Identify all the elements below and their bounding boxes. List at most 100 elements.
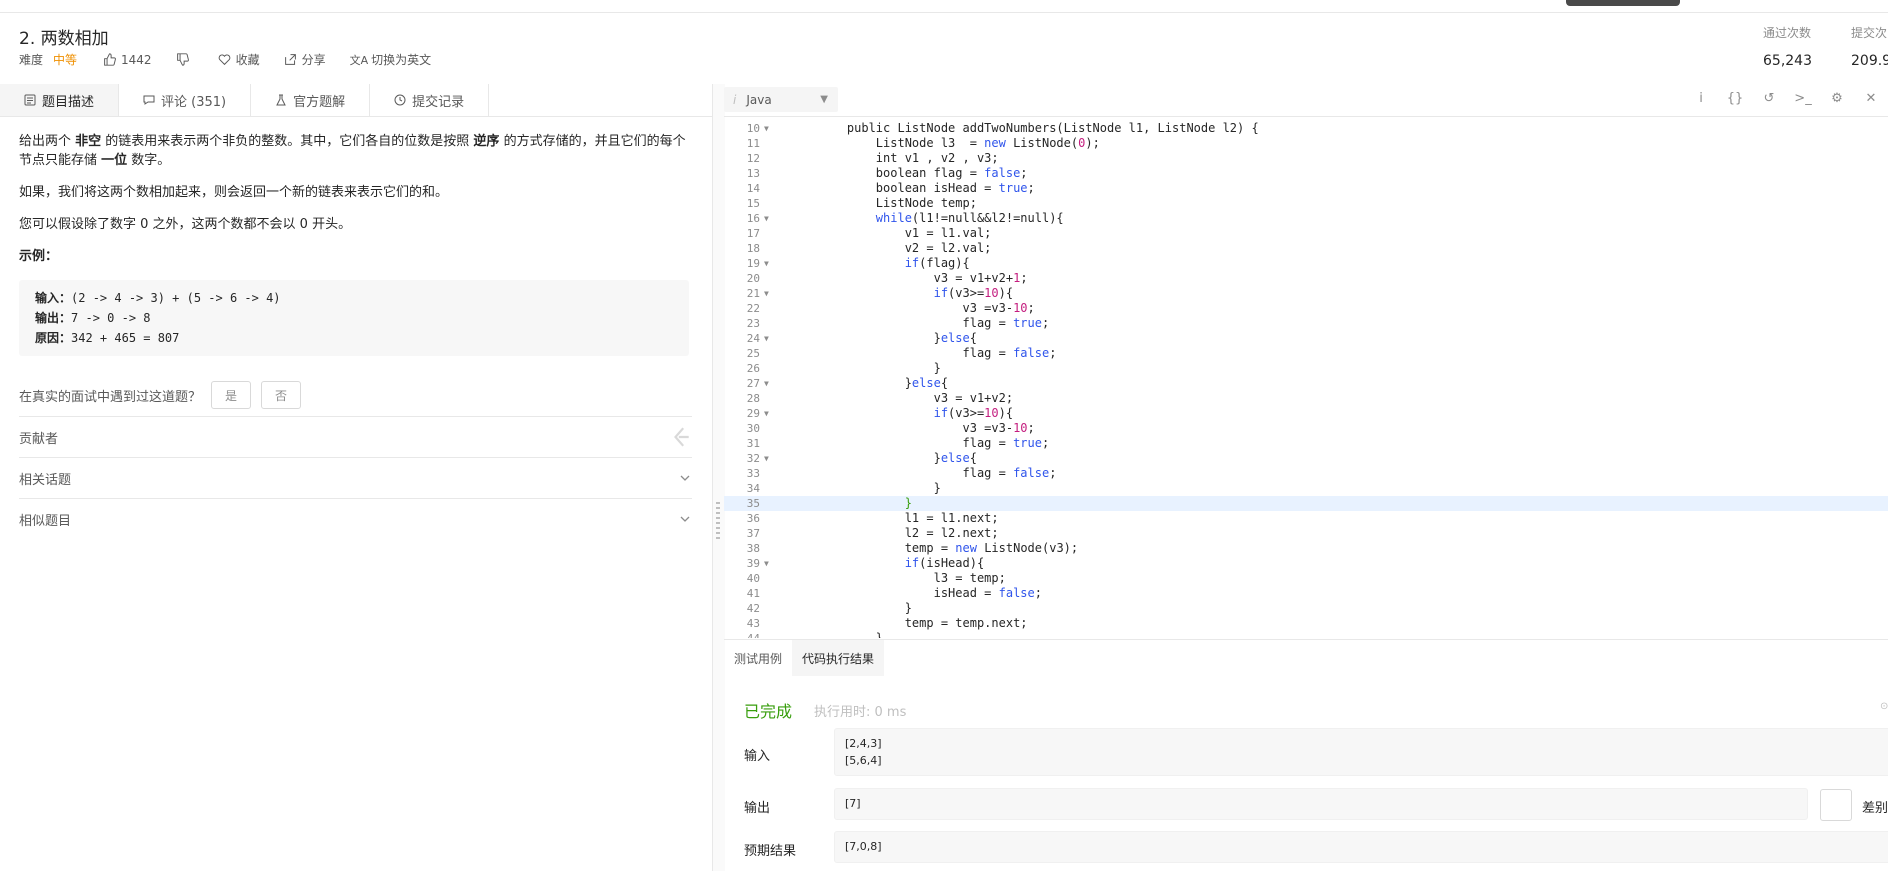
code-text: if(v3>=10){ — [933, 406, 1014, 420]
code-line[interactable]: 40 l3 = temp; — [724, 571, 1888, 586]
code-line[interactable]: 22 v3 =v3-10; — [724, 301, 1888, 316]
info-button-icon[interactable]: i — [1699, 91, 1703, 106]
fold-arrow-icon[interactable]: ▼ — [764, 259, 769, 268]
code-line[interactable]: 34 } — [724, 481, 1888, 496]
line-number: 34 — [746, 482, 760, 495]
problem-description: 给出两个 非空 的链表用来表示两个非负的整数。其中，它们各自的位数是按照 逆序 … — [19, 132, 689, 374]
favorite-button[interactable]: 收藏 — [218, 51, 260, 68]
dislike-button[interactable] — [176, 53, 194, 66]
code-line[interactable]: 31 flag = true; — [724, 436, 1888, 451]
line-number: 25 — [746, 347, 760, 360]
code-line[interactable]: 16▼ while(l1!=null&&l2!=null){ — [724, 211, 1888, 226]
tab-submissions[interactable]: 提交记录 — [370, 84, 490, 116]
example-output-line: 输出：7 -> 0 -> 8 — [35, 311, 151, 325]
code-line[interactable]: 42 } — [724, 601, 1888, 616]
code-line[interactable]: 43 temp = temp.next; — [724, 616, 1888, 631]
like-button[interactable]: 1442 — [103, 53, 152, 67]
editor-toolbar: i Java ▼ i {} ↺ >_ ⚙ ✕ — [724, 84, 1888, 117]
settings-edge-icon[interactable]: ⊙ — [1880, 701, 1888, 712]
code-line[interactable]: 17 v1 = l1.val; — [724, 226, 1888, 241]
fold-arrow-icon[interactable]: ▼ — [764, 454, 769, 463]
tab-comments-label: 评论 (351) — [161, 94, 227, 110]
tab-run-result[interactable]: 代码执行结果 — [792, 640, 885, 676]
code-line[interactable]: 25 flag = false; — [724, 346, 1888, 361]
example-heading: 示例： — [19, 249, 59, 264]
code-line[interactable]: 11 ListNode l3 = new ListNode(0); — [724, 136, 1888, 151]
code-line[interactable]: 27▼ }else{ — [724, 376, 1888, 391]
code-line[interactable]: 19▼ if(flag){ — [724, 256, 1888, 271]
code-line[interactable]: 35 } — [724, 496, 1888, 511]
related-topics-section[interactable]: 相关话题 — [19, 457, 692, 498]
code-line[interactable]: 36 l1 = l1.next; — [724, 511, 1888, 526]
description-paragraph-1: 给出两个 非空 的链表用来表示两个非负的整数。其中，它们各自的位数是按照 逆序 … — [19, 134, 686, 168]
tab-description[interactable]: 题目描述 — [0, 84, 120, 116]
code-line[interactable]: 30 v3 =v3-10; — [724, 421, 1888, 436]
fold-arrow-icon[interactable]: ▼ — [764, 559, 769, 568]
format-code-icon[interactable]: {} — [1726, 91, 1744, 106]
tab-solution[interactable]: 官方题解 — [251, 84, 371, 116]
difficulty-label: 难度 — [19, 53, 44, 67]
code-line[interactable]: 32▼ }else{ — [724, 451, 1888, 466]
code-line[interactable]: 39▼ if(isHead){ — [724, 556, 1888, 571]
code-line[interactable]: 29▼ if(v3>=10){ — [724, 406, 1888, 421]
fold-arrow-icon[interactable]: ▼ — [764, 289, 769, 298]
contributors-section[interactable]: 贡献者 — [19, 416, 692, 457]
code-line[interactable]: 13 boolean flag = false; — [724, 166, 1888, 181]
close-icon[interactable]: ✕ — [1865, 91, 1877, 106]
code-line[interactable]: 26 } — [724, 361, 1888, 376]
code-line[interactable]: 37 l2 = l2.next; — [724, 526, 1888, 541]
drag-handle-icon[interactable] — [716, 502, 720, 542]
submission-stat: 提交次 209.9 — [1851, 24, 1888, 69]
fold-arrow-icon[interactable]: ▼ — [764, 124, 769, 133]
code-line[interactable]: 20 v3 = v1+v2+1; — [724, 271, 1888, 286]
no-button[interactable]: 否 — [261, 381, 302, 409]
code-text: flag = false; — [818, 466, 1057, 480]
line-number: 23 — [746, 317, 760, 330]
code-line[interactable]: 23 flag = true; — [724, 316, 1888, 331]
line-number: 16 — [746, 212, 760, 225]
code-line[interactable]: 28 v3 = v1+v2; — [724, 391, 1888, 406]
code-text: ListNode l3 = new ListNode(0); — [818, 136, 1100, 150]
diff-toggle[interactable] — [1820, 789, 1852, 821]
code-text: boolean flag = false; — [818, 166, 1028, 180]
fold-arrow-icon[interactable]: ▼ — [764, 214, 769, 223]
code-line[interactable]: 24▼ }else{ — [724, 331, 1888, 346]
tab-testcase[interactable]: 测试用例 — [734, 651, 783, 666]
switch-language-button[interactable]: 文A 切换为英文 — [350, 51, 432, 68]
fold-arrow-icon[interactable]: ▼ — [764, 379, 769, 388]
code-line[interactable]: 10▼ public ListNode addTwoNumbers(ListNo… — [724, 121, 1888, 136]
code-line[interactable]: 33 flag = false; — [724, 466, 1888, 481]
tab-comments[interactable]: 评论 (351) — [119, 84, 252, 116]
line-number: 13 — [746, 167, 760, 180]
panel-splitter[interactable] — [712, 84, 725, 871]
fold-arrow-icon[interactable]: ▼ — [764, 334, 769, 343]
info-icon: i — [733, 92, 737, 107]
input-line-2: [5,6,4] — [845, 754, 882, 767]
code-line[interactable]: 15 ListNode temp; — [724, 196, 1888, 211]
line-number: 33 — [746, 467, 760, 480]
code-text: if(isHead){ — [904, 556, 985, 570]
share-button[interactable]: 分享 — [284, 51, 326, 68]
line-number: 43 — [746, 617, 760, 630]
code-text: flag = true; — [818, 316, 1050, 330]
line-number: 10 — [746, 122, 760, 135]
code-line[interactable]: 18 v2 = l2.val; — [724, 241, 1888, 256]
similar-problems-section[interactable]: 相似题目 — [19, 498, 692, 539]
code-line[interactable]: 41 isHead = false; — [724, 586, 1888, 601]
code-editor[interactable]: 10▼ public ListNode addTwoNumbers(ListNo… — [724, 121, 1888, 638]
reset-code-icon[interactable]: ↺ — [1763, 91, 1775, 106]
code-line[interactable]: 21▼ if(v3>=10){ — [724, 286, 1888, 301]
code-line[interactable]: 44 } — [724, 631, 1888, 638]
code-line[interactable]: 14 boolean isHead = true; — [724, 181, 1888, 196]
code-text: if(v3>=10){ — [933, 286, 1014, 300]
fold-arrow-icon[interactable]: ▼ — [764, 409, 769, 418]
line-number: 37 — [746, 527, 760, 540]
settings-icon[interactable]: ⚙ — [1831, 91, 1843, 106]
code-line[interactable]: 12 int v1 , v2 , v3; — [724, 151, 1888, 166]
example-input-line: 输入：(2 -> 4 -> 3) + (5 -> 6 -> 4) — [35, 291, 281, 305]
code-line[interactable]: 38 temp = new ListNode(v3); — [724, 541, 1888, 556]
language-select[interactable]: i Java ▼ — [724, 87, 838, 112]
console-icon[interactable]: >_ — [1794, 91, 1812, 106]
code-text: temp = new ListNode(v3); — [818, 541, 1079, 555]
yes-button[interactable]: 是 — [211, 381, 252, 409]
